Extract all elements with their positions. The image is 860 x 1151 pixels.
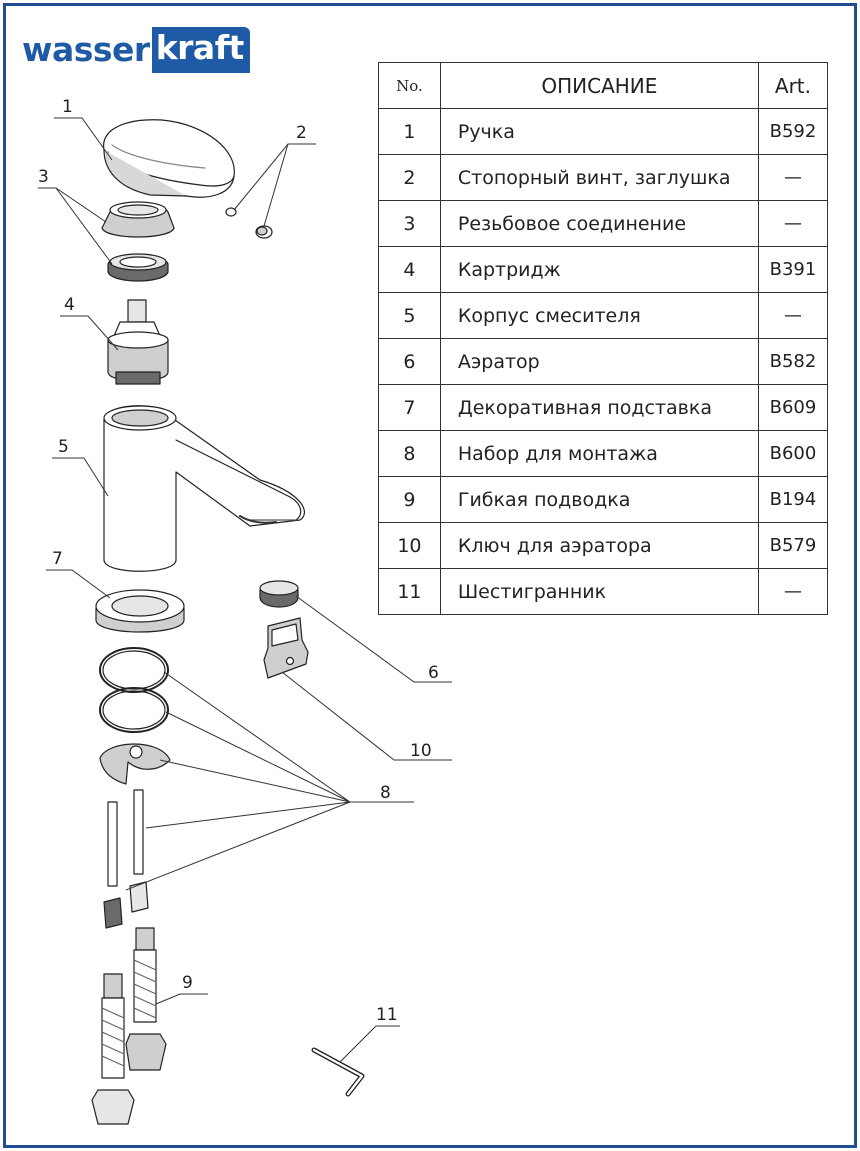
row-art: — [757,568,829,615]
row-art: B391 [757,246,829,293]
part-threaded-connection [101,201,175,282]
callout-10: 10 [410,741,432,761]
row-no: 5 [378,292,441,339]
table-row: 2 Стопорный винт, заглушка — [378,154,829,201]
callout-9: 9 [182,973,193,993]
part-cartridge [107,299,169,385]
row-art: B582 [757,338,829,385]
row-description: Стопорный винт, заглушка [439,154,759,201]
row-no: 6 [378,338,441,385]
callout-11: 11 [376,1005,398,1025]
row-no: 7 [378,384,441,431]
table-row: 3 Резьбовое соединение — [378,200,829,247]
table-row: 9 Гибкая подводка B194 [378,476,829,523]
callout-7: 7 [52,549,63,569]
part-handle [103,119,235,198]
part-flexible-hoses [91,927,167,1125]
table-row: 10 Ключ для аэратора B579 [378,522,829,569]
table-row: 5 Корпус смесителя — [378,292,829,339]
row-no: 8 [378,430,441,477]
brand-wordmark-right: kraft [151,27,250,73]
row-description: Аэратор [439,338,759,385]
row-no: 1 [378,108,441,155]
row-description: Гибкая подводка [439,476,759,523]
row-art: B194 [757,476,829,523]
row-no: 3 [378,200,441,247]
brand-wordmark-left: wasser [22,30,150,69]
header-description: ОПИСАНИЕ [439,62,759,109]
page-border [3,3,857,1148]
part-hex-key [311,1047,365,1097]
callout-5: 5 [58,437,69,457]
row-art: B592 [757,108,829,155]
header-no: No. [378,62,441,109]
part-mounting-set [99,647,171,929]
part-aerator-key [263,617,309,679]
row-no: 2 [378,154,441,201]
callout-6: 6 [428,663,439,683]
brand-logo: wasser kraft [22,26,250,74]
callout-8: 8 [380,783,391,803]
callout-1: 1 [62,97,73,117]
table-row: 8 Набор для монтажа B600 [378,430,829,477]
row-description: Корпус смесителя [439,292,759,339]
row-no: 9 [378,476,441,523]
row-description: Картридж [439,246,759,293]
part-decorative-stand [95,589,185,633]
row-no: 11 [378,568,441,615]
callout-3: 3 [38,167,49,187]
row-description: Шестигранник [439,568,759,615]
part-aerator [259,580,299,608]
row-art: B579 [757,522,829,569]
callout-2: 2 [296,123,307,143]
header-art: Art. [757,62,829,109]
row-no: 4 [378,246,441,293]
table-row: 7 Декоративная подставка B609 [378,384,829,431]
parts-table: No. ОПИСАНИЕ Art. 1 Ручка B592 2 Стопорн… [378,62,829,615]
table-row: 11 Шестигранник — [378,568,829,615]
row-description: Набор для монтажа [439,430,759,477]
parts-table-header: No. ОПИСАНИЕ Art. [378,62,829,109]
row-description: Ключ для аэратора [439,522,759,569]
callout-4: 4 [64,295,75,315]
row-art: B600 [757,430,829,477]
row-description: Декоративная подставка [439,384,759,431]
table-row: 6 Аэратор B582 [378,338,829,385]
row-art: — [757,292,829,339]
part-mixer-body [103,405,305,572]
row-description: Резьбовое соединение [439,200,759,247]
row-description: Ручка [439,108,759,155]
row-art: — [757,154,829,201]
row-art: B609 [757,384,829,431]
leader-lines [38,117,452,1063]
row-no: 10 [378,522,441,569]
table-row: 1 Ручка B592 [378,108,829,155]
table-row: 4 Картридж B391 [378,246,829,293]
row-art: — [757,200,829,247]
